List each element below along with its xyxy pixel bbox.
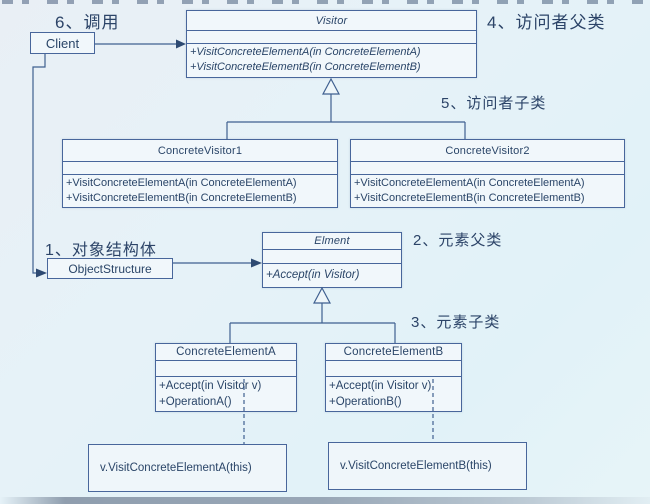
- inheritance-visitor: [226, 77, 466, 140]
- class-object-structure-title: ObjectStructure: [68, 261, 152, 276]
- label-element-children: 3、元素子类: [411, 314, 501, 331]
- class-client: Client: [30, 32, 95, 54]
- class-concrete-element-a-title: ConcreteElementA: [156, 344, 296, 361]
- method-line: +VisitConcreteElementB(in ConcreteElemen…: [354, 192, 585, 204]
- arrow-client-to-visitor: [95, 39, 186, 49]
- label-call: 6、调用: [55, 13, 120, 32]
- hollow-triangle-icon: [322, 77, 340, 95]
- label-visitor-parent: 4、访问者父类: [487, 13, 606, 32]
- class-element: Elment +Accept(in Visitor): [262, 232, 402, 288]
- class-concrete-visitor-2-methods: +VisitConcreteElementA(in ConcreteElemen…: [351, 175, 624, 207]
- hollow-triangle-icon: [313, 286, 331, 304]
- class-visitor: Visitor +VisitConcreteElementA(in Concre…: [186, 10, 477, 78]
- method-line: +VisitConcreteElementA(in ConcreteElemen…: [66, 177, 297, 189]
- class-visitor-title: Visitor: [187, 11, 476, 31]
- class-visitor-attributes: [187, 31, 476, 44]
- label-element-parent: 2、元素父类: [413, 232, 503, 249]
- method-line: +VisitConcreteElementB(in ConcreteElemen…: [66, 192, 297, 204]
- note-text: v.VisitConcreteElementA(this): [100, 462, 252, 474]
- class-concrete-visitor-1-attributes: [63, 162, 337, 175]
- arrow-object-structure-to-element: [173, 258, 262, 268]
- label-visitor-children: 5、访问者子类: [441, 95, 547, 112]
- class-concrete-element-a: ConcreteElementA +Accept(in Visitor v) +…: [155, 343, 297, 412]
- class-element-title: Elment: [263, 233, 401, 250]
- top-cropped-text-artifact: [2, 0, 648, 4]
- class-concrete-visitor-1: ConcreteVisitor1 +VisitConcreteElementA(…: [62, 139, 338, 208]
- method-line: +VisitConcreteElementA(in ConcreteElemen…: [354, 177, 585, 189]
- note-text: v.VisitConcreteElementB(this): [340, 460, 492, 472]
- filled-arrowhead-icon: [36, 268, 47, 278]
- method-line: +VisitConcreteElementA(in ConcreteElemen…: [190, 46, 421, 58]
- label-object-structure: 1、对象结构体: [45, 242, 157, 259]
- class-concrete-element-a-attributes: [156, 361, 296, 377]
- class-element-attributes: [263, 250, 401, 264]
- note-visit-element-b: v.VisitConcreteElementB(this): [328, 442, 527, 490]
- bottom-edge-bar: [0, 497, 650, 504]
- class-concrete-element-b-attributes: [326, 361, 461, 377]
- method-line: +Accept(in Visitor v): [329, 380, 432, 392]
- class-concrete-visitor-1-title: ConcreteVisitor1: [63, 140, 337, 162]
- class-concrete-element-b-title: ConcreteElementB: [326, 344, 461, 361]
- note-visit-element-a: v.VisitConcreteElementA(this): [88, 444, 287, 492]
- class-client-title: Client: [45, 35, 80, 51]
- class-element-methods: +Accept(in Visitor): [263, 264, 401, 287]
- inheritance-element: [229, 286, 396, 343]
- class-visitor-methods: +VisitConcreteElementA(in ConcreteElemen…: [187, 44, 476, 77]
- method-line: +Accept(in Visitor): [266, 269, 360, 281]
- method-line: +OperationA(): [159, 396, 232, 408]
- method-line: +Accept(in Visitor v): [159, 380, 262, 392]
- filled-arrowhead-icon: [176, 39, 186, 49]
- class-concrete-element-b-methods: +Accept(in Visitor v) +OperationB(): [326, 377, 461, 411]
- class-object-structure: ObjectStructure: [47, 258, 173, 279]
- class-concrete-element-b: ConcreteElementB +Accept(in Visitor v) +…: [325, 343, 462, 412]
- class-concrete-visitor-1-methods: +VisitConcreteElementA(in ConcreteElemen…: [63, 175, 337, 207]
- class-concrete-visitor-2-title: ConcreteVisitor2: [351, 140, 624, 162]
- class-concrete-visitor-2-attributes: [351, 162, 624, 175]
- method-line: +OperationB(): [329, 396, 402, 408]
- class-concrete-element-a-methods: +Accept(in Visitor v) +OperationA(): [156, 377, 296, 411]
- class-concrete-visitor-2: ConcreteVisitor2 +VisitConcreteElementA(…: [350, 139, 625, 208]
- method-line: +VisitConcreteElementB(in ConcreteElemen…: [190, 61, 421, 73]
- filled-arrowhead-icon: [251, 258, 262, 268]
